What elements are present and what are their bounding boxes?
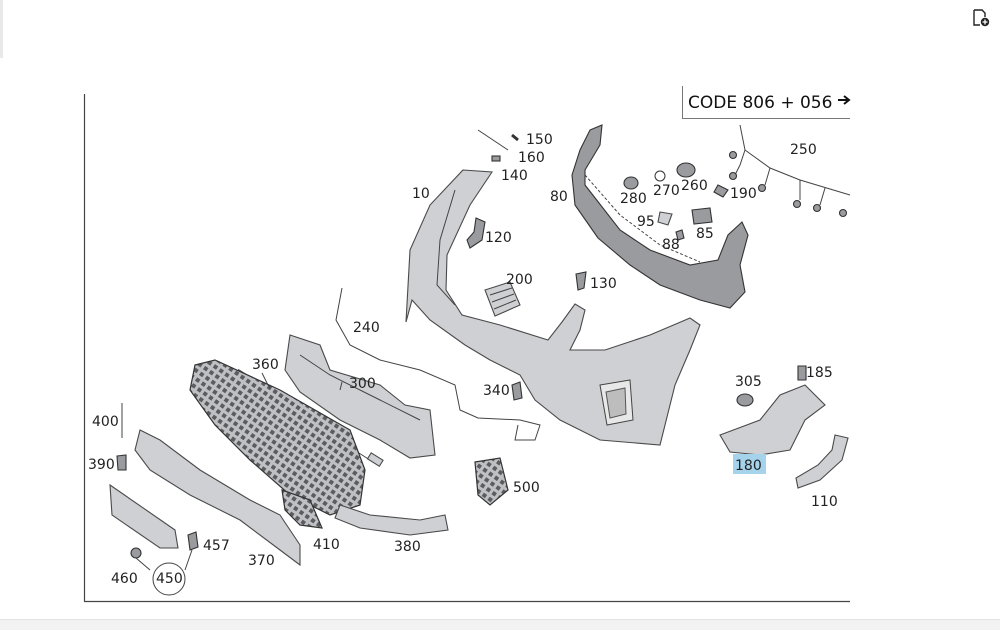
label-88[interactable]: 88 bbox=[662, 237, 680, 253]
label-250[interactable]: 250 bbox=[790, 142, 817, 158]
leader-lines bbox=[261, 372, 343, 391]
label-110[interactable]: 110 bbox=[811, 494, 838, 510]
label-400[interactable]: 400 bbox=[92, 414, 119, 430]
part-450-plate[interactable] bbox=[109, 483, 179, 549]
part-140-150-160-fasteners[interactable] bbox=[477, 129, 519, 162]
part-340-clip[interactable] bbox=[511, 381, 523, 401]
part-80-upper-support[interactable] bbox=[571, 124, 749, 309]
label-390[interactable]: 390 bbox=[88, 457, 115, 473]
part-300-absorber[interactable] bbox=[284, 334, 436, 459]
label-240[interactable]: 240 bbox=[353, 320, 380, 336]
label-260[interactable]: 260 bbox=[681, 178, 708, 194]
part-390-clip[interactable] bbox=[116, 454, 127, 471]
add-page-button[interactable] bbox=[968, 6, 994, 30]
part-130-clip[interactable] bbox=[575, 271, 587, 291]
part-sensors[interactable] bbox=[623, 162, 729, 241]
part-200-module[interactable] bbox=[484, 281, 521, 317]
label-457[interactable]: 457 bbox=[203, 538, 230, 554]
part-460-screw[interactable] bbox=[130, 547, 142, 559]
label-140[interactable]: 140 bbox=[501, 168, 528, 184]
label-150[interactable]: 150 bbox=[526, 132, 553, 148]
label-305[interactable]: 305 bbox=[735, 374, 762, 390]
label-380[interactable]: 380 bbox=[394, 539, 421, 555]
highlight-180 bbox=[733, 454, 766, 474]
left-panel-edge bbox=[0, 0, 3, 58]
part-185-clip[interactable] bbox=[797, 365, 807, 381]
add-page-icon bbox=[973, 9, 990, 27]
label-190[interactable]: 190 bbox=[730, 186, 757, 202]
label-410[interactable]: 410 bbox=[313, 537, 340, 553]
label-270[interactable]: 270 bbox=[653, 183, 680, 199]
label-10[interactable]: 10 bbox=[412, 186, 430, 202]
label-360[interactable]: 360 bbox=[252, 357, 279, 373]
label-185[interactable]: 185 bbox=[806, 365, 833, 381]
label-200[interactable]: 200 bbox=[506, 272, 533, 288]
part-250-harness[interactable] bbox=[728, 124, 851, 218]
part-457-clip[interactable] bbox=[187, 531, 199, 551]
label-95[interactable]: 95 bbox=[637, 214, 655, 230]
code-text: CODE 806 + 056 bbox=[688, 93, 832, 113]
diagram-frame bbox=[83, 94, 850, 603]
part-180-bracket[interactable] bbox=[719, 384, 826, 456]
label-500[interactable]: 500 bbox=[513, 480, 540, 496]
label-130[interactable]: 130 bbox=[590, 276, 617, 292]
label-180[interactable]: 180 bbox=[735, 458, 762, 474]
label-80[interactable]: 80 bbox=[550, 189, 568, 205]
part-380-lower-trim[interactable] bbox=[334, 504, 449, 536]
label-300[interactable]: 300 bbox=[349, 376, 376, 392]
part-305-clip[interactable] bbox=[736, 393, 754, 407]
label-160[interactable]: 160 bbox=[518, 150, 545, 166]
part-10-bumper-cover[interactable] bbox=[405, 169, 701, 446]
bottom-scroll-area bbox=[0, 619, 1000, 630]
callout-labels: 150 160 140 10 80 280 270 260 190 250 95… bbox=[88, 132, 838, 587]
part-500-fog-grille[interactable] bbox=[474, 457, 509, 506]
ref-circle-450 bbox=[152, 562, 186, 596]
part-370-lower-molding[interactable] bbox=[134, 429, 301, 567]
label-280[interactable]: 280 bbox=[620, 191, 647, 207]
part-410-insert[interactable] bbox=[281, 489, 323, 529]
code-box: CODE 806 + 056 bbox=[682, 86, 851, 119]
label-120[interactable]: 120 bbox=[485, 230, 512, 246]
label-85[interactable]: 85 bbox=[696, 226, 714, 242]
part-120-bracket[interactable] bbox=[466, 217, 486, 249]
label-450[interactable]: 450 bbox=[156, 571, 183, 587]
label-340[interactable]: 340 bbox=[483, 383, 510, 399]
label-370[interactable]: 370 bbox=[248, 553, 275, 569]
part-240-cable[interactable] bbox=[335, 287, 541, 441]
part-110-bracket[interactable] bbox=[795, 434, 849, 489]
label-460[interactable]: 460 bbox=[111, 571, 138, 587]
